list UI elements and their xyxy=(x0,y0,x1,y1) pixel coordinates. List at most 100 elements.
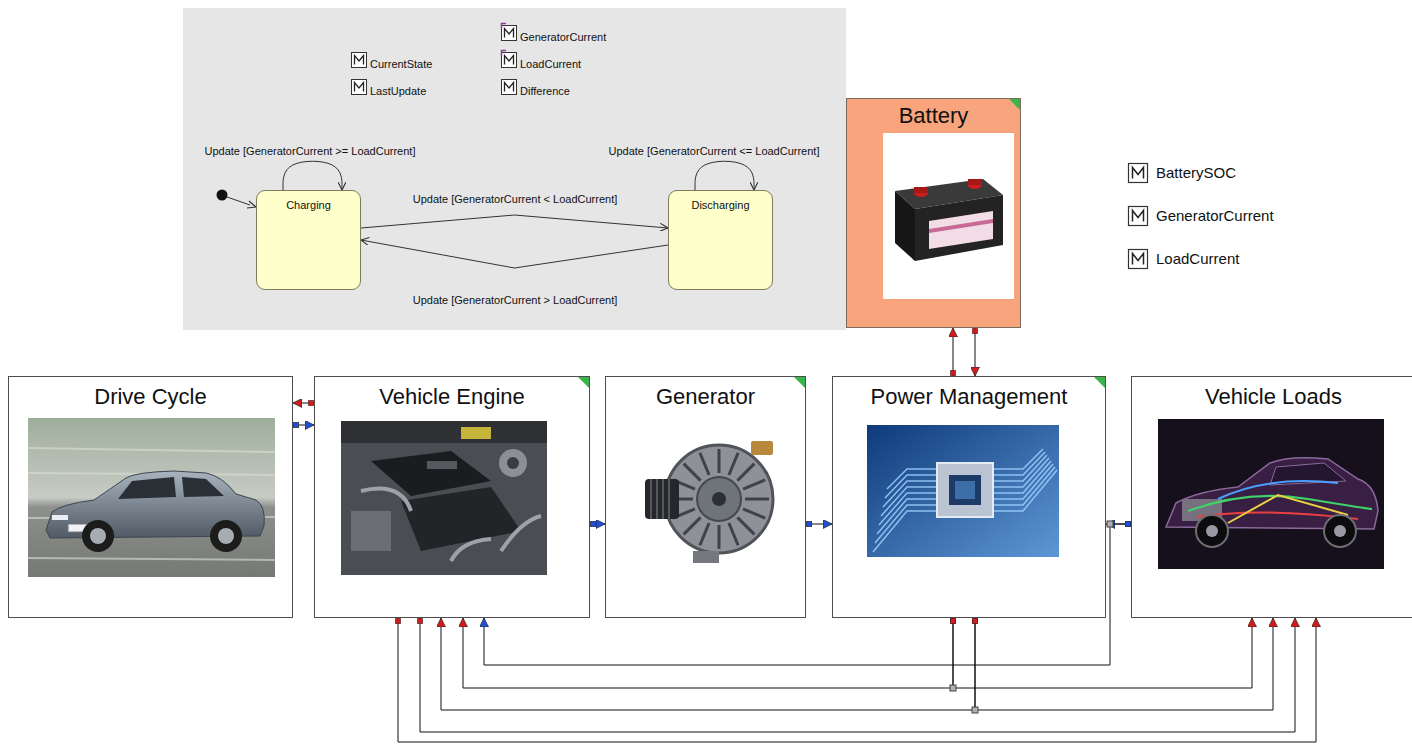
engine-picture-part xyxy=(499,449,527,477)
car-picture-part xyxy=(28,448,275,560)
car-picture-part-part xyxy=(28,558,275,560)
corner-marker xyxy=(794,377,805,388)
corner-marker xyxy=(794,377,805,388)
alternator-picture-part xyxy=(684,517,701,534)
icon-glyph xyxy=(1133,168,1144,179)
engine-picture-part xyxy=(351,511,391,551)
signal-wire xyxy=(1106,524,1131,525)
icon-frame xyxy=(1129,164,1148,183)
statechart-decoration-part xyxy=(217,190,228,201)
state-transition xyxy=(361,240,668,268)
signal-wire xyxy=(441,618,975,710)
junction-dot xyxy=(1107,521,1113,527)
signal-wire xyxy=(293,403,314,404)
variable-holder: GeneratorCurrent xyxy=(520,27,606,45)
alternator-picture-part xyxy=(729,453,738,475)
variable-name: BatterySOC xyxy=(1156,164,1236,182)
chip-picture-part xyxy=(873,449,1057,552)
alternator-picture-part xyxy=(718,449,721,473)
model-block: Power Management xyxy=(832,376,1106,618)
engine-picture-part-part xyxy=(501,516,541,551)
statechart-decoration-part xyxy=(352,53,367,68)
block-title: Power Management xyxy=(871,384,1068,410)
statechart-decoration-part xyxy=(502,51,507,57)
chip-picture-part xyxy=(955,481,975,499)
alternator-picture-part xyxy=(627,421,785,575)
chip-picture-part xyxy=(867,425,1059,557)
alternator-picture-part-part xyxy=(668,479,670,519)
corner-marker xyxy=(578,377,589,388)
edge-label-holder: Update [GeneratorCurrent >= LoadCurrent] xyxy=(203,141,418,159)
engine-picture-part xyxy=(361,489,541,562)
statechart-decoration-part xyxy=(505,29,514,38)
alternator-picture-part xyxy=(693,551,719,563)
chip-picture-part-part xyxy=(873,511,937,552)
variable-name: LastUpdate xyxy=(370,85,426,98)
loads-picture xyxy=(1158,419,1384,569)
block-title: Battery xyxy=(899,103,969,129)
statechart-decoration-part xyxy=(505,83,514,92)
junction-dot xyxy=(972,707,978,713)
title-holder: Charging xyxy=(257,191,360,213)
chip-picture-part-part xyxy=(879,493,937,525)
alternator-picture-part xyxy=(700,523,709,545)
alternator-picture-part xyxy=(712,492,726,506)
title-holder: Vehicle Loads xyxy=(1132,377,1412,410)
chip-picture-part-part xyxy=(993,470,1057,511)
title-holder: Vehicle Engine xyxy=(315,377,589,410)
transition-label: Update [GeneratorCurrent > LoadCurrent] xyxy=(411,294,620,307)
chip-picture-part-part xyxy=(993,464,1053,499)
chip-picture-part-part xyxy=(993,467,1055,505)
alternator-picture-part xyxy=(737,464,754,481)
corner-marker xyxy=(1009,99,1020,110)
variable-holder: LastUpdate xyxy=(370,81,426,99)
corner-marker xyxy=(1009,99,1020,110)
icon-glyph xyxy=(1133,211,1144,222)
chip-picture-part-part xyxy=(993,449,1043,469)
signal-wire xyxy=(953,328,954,376)
signal-wire xyxy=(975,328,976,376)
car-picture xyxy=(28,418,275,577)
state-box: Discharging xyxy=(668,190,773,290)
battery-picture-part xyxy=(895,191,915,261)
car-picture-part xyxy=(210,520,242,552)
battery-picture-part xyxy=(929,219,993,233)
engine-picture-part xyxy=(401,487,521,551)
block-title: Drive Cycle xyxy=(94,384,206,410)
alternator-picture-part xyxy=(651,479,669,519)
variable-name: Difference xyxy=(520,85,570,98)
transition-label: Update [GeneratorCurrent <= LoadCurrent] xyxy=(607,145,822,158)
signal-wire xyxy=(806,524,832,525)
car-picture-part xyxy=(90,528,106,544)
state-name: Discharging xyxy=(691,199,749,212)
alternator-picture-part xyxy=(737,517,754,534)
signal-wire xyxy=(975,618,1273,710)
statechart-decoration-part xyxy=(502,24,507,30)
chip-picture xyxy=(867,425,1059,557)
statechart-decoration-part xyxy=(505,56,514,65)
car-picture-part xyxy=(82,520,114,552)
state-transition xyxy=(695,161,754,190)
state-name: Charging xyxy=(286,199,331,212)
alternator-picture-part xyxy=(645,479,679,519)
statechart-decoration-part xyxy=(355,83,364,92)
variable-holder: Difference xyxy=(520,81,570,99)
alternator-picture-part-part xyxy=(650,479,652,519)
model-icon xyxy=(1129,164,1148,183)
engine-picture-part xyxy=(341,421,547,575)
statechart-decoration-part xyxy=(352,80,367,95)
loads-picture-part xyxy=(1158,419,1384,569)
statechart-panel: GeneratorCurrentCurrentStateLoadCurrentL… xyxy=(183,8,846,330)
icon-frame xyxy=(1129,250,1148,269)
chip-picture-part-part xyxy=(887,469,937,489)
variable-holder: GeneratorCurrent xyxy=(1156,207,1274,225)
alternator-picture-part xyxy=(729,523,738,545)
alternator-picture-part xyxy=(751,441,773,455)
car-picture-part-part xyxy=(28,448,275,452)
signal-wire xyxy=(484,524,1131,665)
chip-picture-part-part xyxy=(883,481,937,507)
loads-picture-part xyxy=(1324,515,1356,547)
model-icon xyxy=(1129,207,1148,226)
